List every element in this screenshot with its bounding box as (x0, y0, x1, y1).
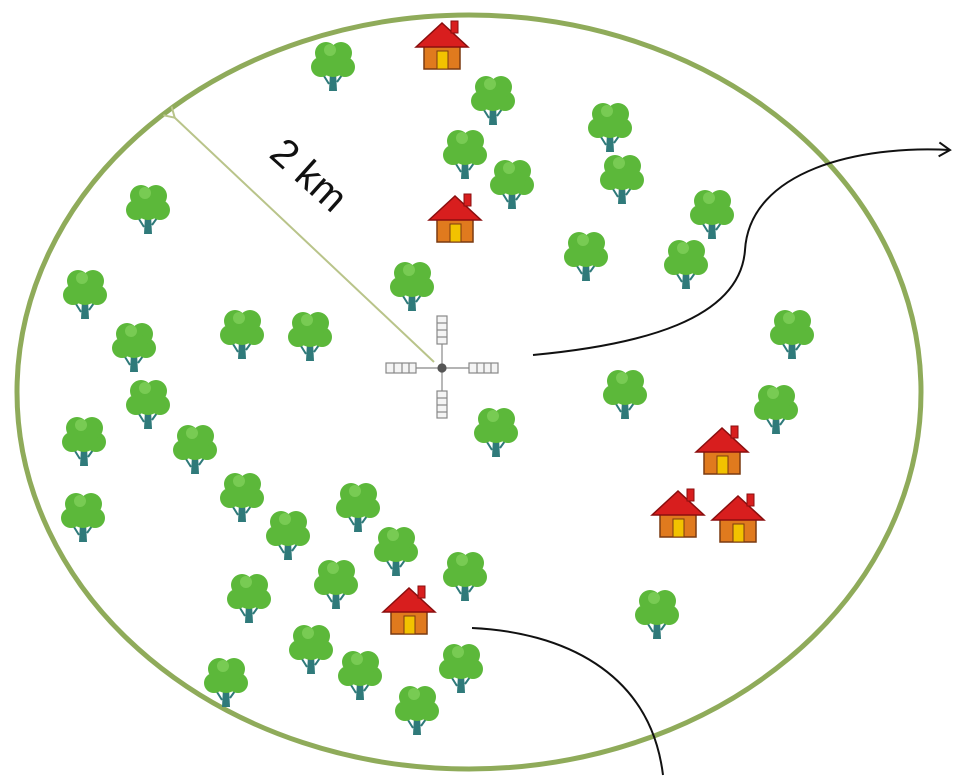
house-icon (427, 193, 483, 243)
tree-icon (474, 408, 518, 457)
house-icon (694, 425, 750, 475)
tree-icon (443, 130, 487, 179)
tree-icon (62, 417, 106, 466)
house-icon (381, 585, 437, 635)
tree-icon (603, 370, 647, 419)
tree-icon (690, 190, 734, 239)
tree-icon (204, 658, 248, 707)
trees-group (61, 42, 814, 735)
tree-icon (338, 651, 382, 700)
tree-icon (220, 310, 264, 359)
tree-icon (227, 574, 271, 623)
area-boundary-circle (14, 12, 924, 772)
tree-icon (374, 527, 418, 576)
tree-icon (126, 380, 170, 429)
house-icon (710, 493, 766, 543)
tree-icon (395, 686, 439, 735)
tree-icon (754, 385, 798, 434)
sensor-array-icon (385, 315, 499, 419)
radius-label: 2 km (262, 130, 356, 221)
flight-path-lower (471, 627, 664, 776)
tree-icon (770, 310, 814, 359)
tree-icon (220, 473, 264, 522)
tree-icon (311, 42, 355, 91)
tree-icon (336, 483, 380, 532)
tree-icon (664, 240, 708, 289)
tree-icon (600, 155, 644, 204)
tree-icon (61, 493, 105, 542)
tree-icon (390, 262, 434, 311)
flight-path-upper (532, 141, 952, 356)
tree-icon (443, 552, 487, 601)
radius-arrow (163, 106, 435, 363)
tree-icon (439, 644, 483, 693)
tree-icon (173, 425, 217, 474)
tree-icon (564, 232, 608, 281)
houses-group (381, 20, 766, 635)
tree-icon (471, 76, 515, 125)
tree-icon (635, 590, 679, 639)
tree-icon (112, 323, 156, 372)
tree-icon (314, 560, 358, 609)
house-icon (414, 20, 470, 70)
tree-icon (490, 160, 534, 209)
tree-icon (288, 312, 332, 361)
tree-icon (63, 270, 107, 319)
tree-icon (289, 625, 333, 674)
tree-icon (588, 103, 632, 152)
tree-icon (266, 511, 310, 560)
house-icon (650, 488, 706, 538)
tree-icon (126, 185, 170, 234)
